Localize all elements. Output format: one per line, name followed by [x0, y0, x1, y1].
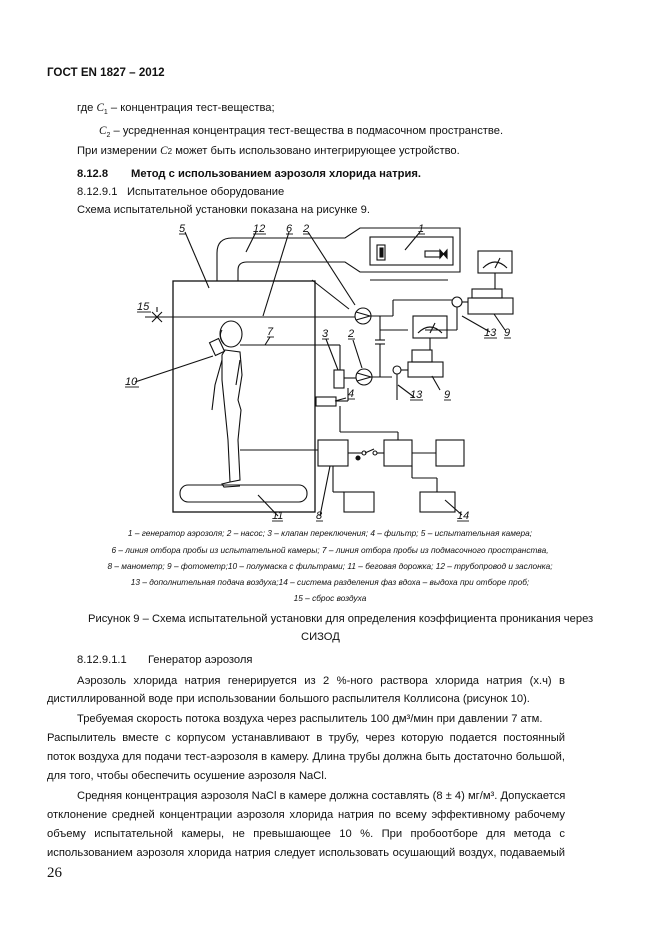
switching-valve	[333, 369, 345, 389]
label-7: 7	[267, 326, 274, 338]
note-suffix: может быть использовано интегрирующее ус…	[175, 145, 460, 157]
filter	[315, 396, 337, 407]
label-3: 3	[322, 328, 329, 340]
label-10: 10	[125, 376, 138, 388]
label-12: 12	[253, 223, 265, 235]
treadmill	[179, 484, 308, 503]
phase-separator-b	[435, 439, 465, 467]
subsubsection-title: Генератор аэрозоля	[148, 654, 253, 666]
test-subject-figure	[208, 320, 243, 488]
paragraph-3-line-2: отклонение средней концентрации аэрозоля…	[47, 809, 565, 821]
section-number: 8.12.8	[77, 168, 109, 180]
label-14: 14	[457, 510, 469, 522]
label-1: 1	[418, 223, 424, 235]
paragraph-3-line-1: Средняя концентрация аэрозоля NaCl в кам…	[77, 790, 566, 802]
paragraph-1-line-2: дистиллированной воде при использовании …	[47, 693, 530, 705]
figure-legend-line-4: 13 – дополнительная подача воздуха;14 – …	[130, 577, 530, 587]
paragraph-1-line-1: Аэрозоль хлорида натрия генерируется из …	[77, 675, 565, 687]
note-prefix: При измерении	[77, 145, 158, 157]
subsection-title: Испытательное оборудование	[127, 186, 285, 198]
symbol-c1-sub: 1	[103, 109, 108, 117]
pressure-gauge	[317, 439, 349, 467]
symbol-c2-note: C	[160, 145, 168, 157]
paragraph-3-line-3: объему испытательной камеры, не превышаю…	[47, 828, 565, 840]
label-2-middle: 2	[347, 328, 354, 340]
page-number: 26	[47, 865, 62, 881]
symbol-c2: C	[99, 125, 107, 137]
definition-c2: C2 – усредненная концентрация тест-вещес…	[99, 124, 503, 143]
figure-legend-line-2: 6 – линия отбора пробы из испытательной …	[111, 545, 549, 555]
label-2-top: 2	[302, 223, 309, 235]
paragraph-3-line-4: использованием аэрозоля хлорида натрия с…	[47, 847, 565, 859]
definition-c1: где C1 – концентрация тест-вещества;	[77, 101, 275, 120]
test-chamber	[172, 280, 316, 513]
figure-legend-line-3: 8 – манометр; 9 – фотометр;10 – полумаск…	[107, 561, 553, 571]
figure-legend-line-1: 1 – генератор аэрозоля; 2 – насос; 3 – к…	[127, 528, 533, 538]
photometer-top	[467, 297, 514, 315]
aerosol-duct	[216, 227, 461, 281]
label-13-top: 13	[484, 327, 497, 339]
symbol-c2-note-sub: 2	[167, 147, 173, 156]
figure-caption-line-1: Рисунок 9 – Схема испытательной установк…	[88, 613, 594, 625]
subsection-number: 8.12.9.1	[77, 186, 118, 198]
integrating-device-note: При измерении C2 может быть использовано…	[77, 144, 460, 159]
label-8: 8	[316, 510, 323, 522]
definition-c2-text: – усредненная концентрация тест-вещества…	[113, 125, 504, 137]
paragraph-2-line-3: поток воздуха для подачи тест-аэрозоля в…	[47, 751, 565, 763]
label-4: 4	[348, 388, 354, 400]
figure-intro: Схема испытательной установки показана н…	[77, 204, 370, 216]
figure-legend-line-5: 15 – сброс воздуха	[293, 593, 367, 603]
aerosol-generator-box	[369, 236, 454, 266]
label-5: 5	[179, 223, 186, 235]
paragraph-2-line-4: для того, чтобы обеспечить осушение аэро…	[47, 770, 327, 782]
label-13-lower: 13	[410, 389, 423, 401]
label-9-lower: 9	[444, 389, 450, 401]
label-15: 15	[137, 301, 150, 313]
paragraph-2-line-1: Требуемая скорость потока воздуха через …	[77, 713, 543, 725]
figure-caption-line-2: СИЗОД	[301, 631, 340, 643]
paragraph-2-line-2: Распылитель вместе с корпусом устанавлив…	[47, 732, 565, 744]
subsubsection-number: 8.12.9.1.1	[77, 654, 127, 666]
label-6: 6	[286, 223, 293, 235]
label-11: 11	[272, 510, 283, 522]
section-title: Метод с использованием аэрозоля хлорида …	[131, 168, 421, 180]
document-header: ГОСТ EN 1827 – 2012	[47, 66, 165, 79]
symbol-c1: C	[96, 102, 104, 114]
label-9-top: 9	[504, 327, 510, 339]
photometer-lower	[407, 361, 444, 378]
definition-c1-text: – концентрация тест-вещества;	[110, 102, 275, 114]
definition-c1-prefix: где	[77, 102, 94, 114]
symbol-c2-sub: 2	[106, 132, 111, 140]
phase-separator-a	[383, 439, 413, 467]
